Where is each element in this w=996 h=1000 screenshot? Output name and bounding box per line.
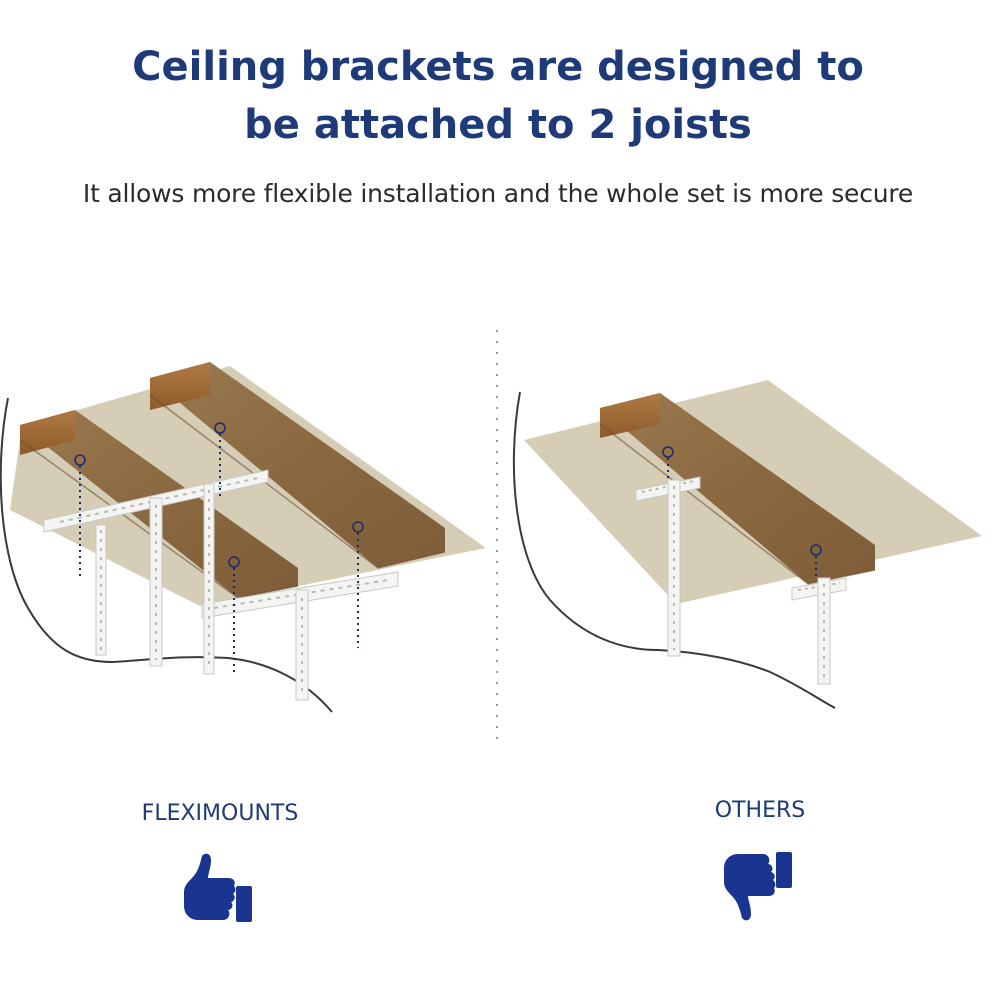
title-line-2: be attached to 2 joists [244, 102, 752, 148]
thumbs-up-icon [184, 853, 252, 922]
title-line-1: Ceiling brackets are designed to [132, 44, 864, 90]
page-title: Ceiling brackets are designed to be atta… [0, 38, 996, 154]
page-subtitle: It allows more flexible installation and… [82, 179, 914, 208]
left-joist-2 [149, 362, 446, 569]
thumbs-down-icon [724, 852, 792, 921]
right-wall-curve [512, 391, 836, 709]
fleximounts-label: FLEXIMOUNTS [141, 801, 299, 826]
left-attachment-guides [74, 422, 364, 676]
right-joist [599, 393, 876, 585]
right-attachment-guides [662, 446, 822, 580]
left-scene [0, 362, 486, 713]
others-label: OTHERS [714, 798, 806, 823]
left-wall-curve [0, 397, 333, 713]
right-scene [512, 380, 982, 709]
